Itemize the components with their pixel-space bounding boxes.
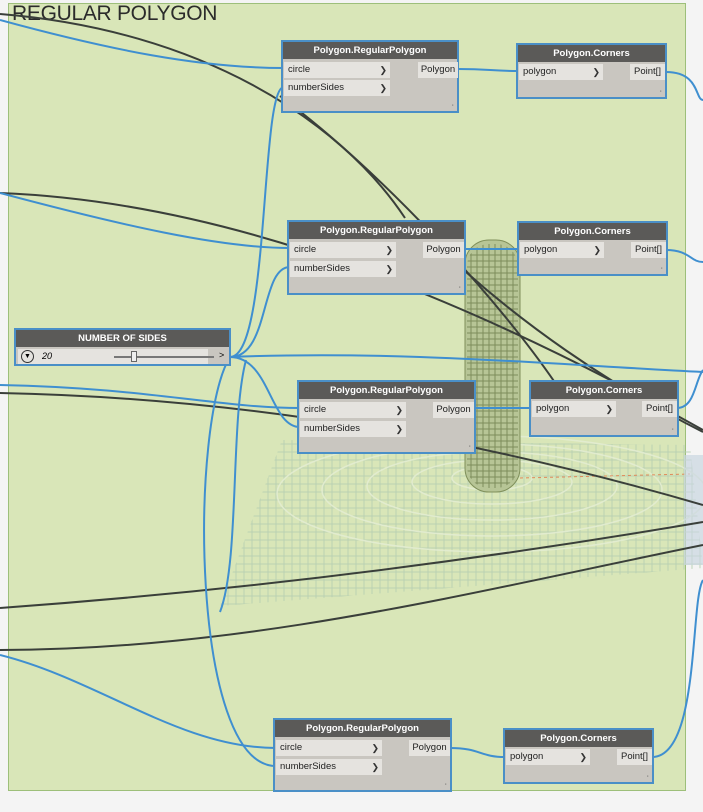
regular-polygon-node[interactable]: Polygon.RegularPolygon circle ❯ numberSid…	[273, 718, 452, 792]
node-title: Polygon.RegularPolygon	[299, 382, 474, 399]
number-of-sides-slider-node[interactable]: NUMBER OF SIDES ▼ 20 >	[14, 328, 231, 366]
chevron-right-icon: ❯	[379, 83, 387, 93]
slider-track[interactable]	[114, 356, 214, 358]
chevron-right-icon: ❯	[593, 245, 601, 255]
node-title: Polygon.Corners	[518, 45, 665, 62]
port-label: circle	[288, 64, 311, 75]
regular-polygon-node[interactable]: Polygon.RegularPolygon circle ❯ numberSid…	[287, 220, 466, 295]
port-label: numberSides	[304, 423, 360, 434]
port-label: circle	[280, 742, 303, 753]
output-port-polygon[interactable]: Polygon	[409, 740, 450, 756]
resize-grip-icon[interactable]: ‧	[468, 442, 471, 451]
node-title: Polygon.Corners	[505, 730, 652, 747]
input-port-polygon[interactable]: polygon ❯	[520, 242, 604, 258]
chevron-right-icon: ❯	[395, 405, 403, 415]
slider-node-title: NUMBER OF SIDES	[16, 330, 229, 347]
regular-polygon-node[interactable]: Polygon.RegularPolygon circle ❯ numberSid…	[297, 380, 476, 454]
output-port-points[interactable]: Point[]	[617, 749, 652, 765]
slider-thumb[interactable]	[131, 351, 137, 362]
chevron-right-icon: ❯	[605, 404, 613, 414]
node-title: Polygon.Corners	[519, 223, 666, 240]
chevron-right-icon: ❯	[592, 67, 600, 77]
chevron-right-icon: ❯	[371, 743, 379, 753]
slider-body: ▼ 20	[18, 349, 214, 364]
preview-edge-mesh	[684, 455, 703, 565]
port-label: polygon	[523, 66, 557, 77]
output-port-polygon[interactable]: Polygon	[418, 62, 458, 78]
node-title: Polygon.Corners	[531, 382, 677, 399]
chevron-down-icon[interactable]: ▼	[21, 350, 34, 363]
preview-grid-surface	[220, 440, 703, 606]
output-port-polygon[interactable]: Polygon	[433, 402, 474, 418]
port-label: numberSides	[280, 761, 336, 772]
node-title: Polygon.RegularPolygon	[275, 720, 450, 737]
output-port-points[interactable]: Point[]	[642, 401, 677, 417]
input-port-circle[interactable]: circle ❯	[284, 62, 390, 78]
output-port-polygon[interactable]: Polygon	[423, 242, 464, 258]
resize-grip-icon[interactable]: ‧	[646, 772, 649, 781]
input-port-numbersides[interactable]: numberSides ❯	[290, 261, 396, 277]
input-port-numbersides[interactable]: numberSides ❯	[300, 421, 406, 437]
chevron-right-icon: ❯	[385, 264, 393, 274]
input-port-circle[interactable]: circle ❯	[300, 402, 406, 418]
port-label: polygon	[510, 751, 544, 762]
input-port-polygon[interactable]: polygon ❯	[532, 401, 616, 417]
polygon-corners-node[interactable]: Polygon.Corners polygon ❯ Point[] ‧	[529, 380, 679, 437]
input-port-circle[interactable]: circle ❯	[276, 740, 382, 756]
polygon-corners-node[interactable]: Polygon.Corners polygon ❯ Point[] ‧	[517, 221, 668, 276]
port-label: numberSides	[288, 82, 344, 93]
resize-grip-icon[interactable]: ‧	[444, 780, 447, 789]
slider-output-port[interactable]: >	[219, 350, 225, 360]
port-label: numberSides	[294, 263, 350, 274]
node-title: Polygon.RegularPolygon	[283, 42, 457, 59]
input-port-polygon[interactable]: polygon ❯	[519, 64, 603, 80]
polygon-corners-node[interactable]: Polygon.Corners polygon ❯ Point[] ‧	[503, 728, 654, 784]
port-label: polygon	[536, 403, 570, 414]
chevron-right-icon: ❯	[379, 65, 387, 75]
polygon-corners-node[interactable]: Polygon.Corners polygon ❯ Point[] ‧	[516, 43, 667, 99]
regular-polygon-node[interactable]: Polygon.RegularPolygon circle ❯ numberSid…	[281, 40, 459, 113]
input-port-circle[interactable]: circle ❯	[290, 242, 396, 258]
resize-grip-icon[interactable]: ‧	[451, 101, 454, 110]
input-port-numbersides[interactable]: numberSides ❯	[284, 80, 390, 96]
port-label: circle	[304, 404, 327, 415]
output-port-points[interactable]: Point[]	[630, 64, 665, 80]
resize-grip-icon[interactable]: ‧	[458, 283, 461, 292]
input-port-polygon[interactable]: polygon ❯	[506, 749, 590, 765]
input-port-numbersides[interactable]: numberSides ❯	[276, 759, 382, 775]
output-port-points[interactable]: Point[]	[631, 242, 666, 258]
port-label: polygon	[524, 244, 558, 255]
slider-value: 20	[42, 351, 53, 361]
resize-grip-icon[interactable]: ‧	[671, 425, 674, 434]
chevron-right-icon: ❯	[371, 762, 379, 772]
chevron-right-icon: ❯	[579, 752, 587, 762]
port-label: circle	[294, 244, 317, 255]
chevron-right-icon: ❯	[395, 424, 403, 434]
chevron-right-icon: ❯	[385, 245, 393, 255]
node-title: Polygon.RegularPolygon	[289, 222, 464, 239]
resize-grip-icon[interactable]: ‧	[660, 264, 663, 273]
resize-grip-icon[interactable]: ‧	[659, 87, 662, 96]
